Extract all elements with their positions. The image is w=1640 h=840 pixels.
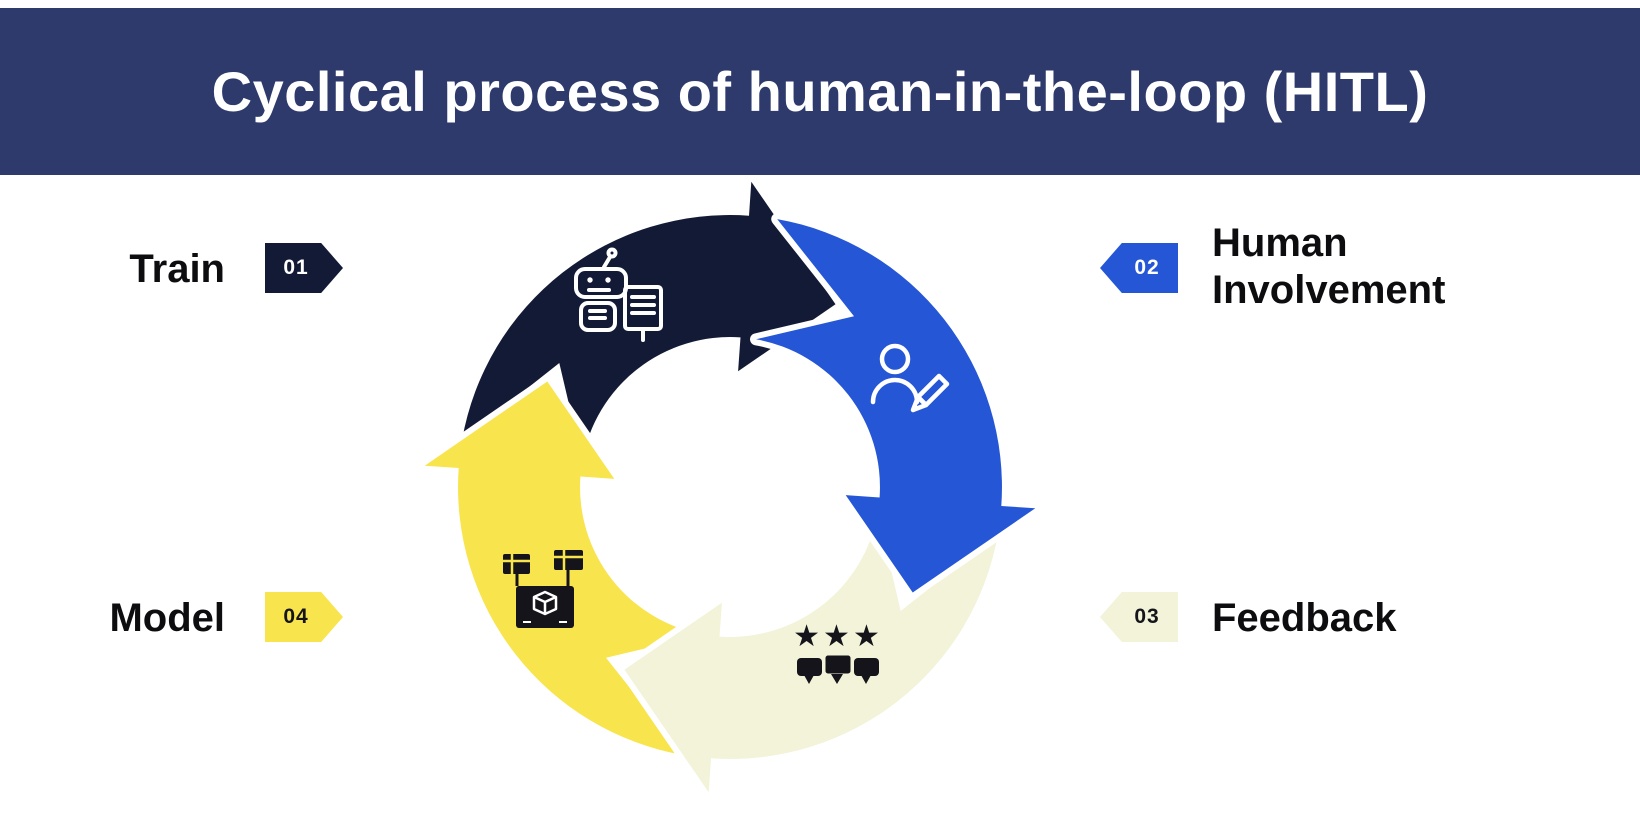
chat-bubble-center-tail [831, 674, 843, 684]
header-band: Cyclical process of human-in-the-loop (H… [0, 8, 1640, 175]
human-edit-icon [870, 343, 950, 413]
step-label-human-involvement: Human Involvement [1212, 221, 1446, 313]
robot-head [574, 267, 628, 299]
step-label-feedback: Feedback [1212, 596, 1397, 640]
table-grid-lines [503, 550, 583, 574]
rating-chat-icon: ★★★ [793, 619, 883, 684]
person-head [879, 343, 911, 375]
data-table-right [554, 550, 583, 570]
antenna-tip [606, 247, 618, 259]
robot-body [579, 301, 617, 332]
robot-eye-left [587, 277, 593, 283]
step-label-train: Train [129, 247, 225, 291]
person-shoulders [870, 377, 920, 405]
cycle-arrow-train [456, 175, 842, 467]
chat-bubble-right-tail [861, 675, 871, 684]
robot-eye-right [605, 277, 611, 283]
cycle-arrow-feedback [618, 507, 1004, 799]
step-number-human-involvement: 02 [1134, 256, 1160, 279]
antenna [602, 255, 612, 269]
chat-bubbles [797, 652, 879, 684]
pencil-tip [910, 394, 929, 413]
step-label-model: Model [109, 596, 225, 640]
robot-training-icon [574, 247, 663, 342]
chat-bubble-right [854, 658, 879, 676]
page-title: Cyclical process of human-in-the-loop (H… [211, 60, 1429, 123]
step-number-model: 04 [283, 605, 309, 628]
data-table-left [503, 554, 530, 574]
chat-bubble-left [797, 658, 822, 676]
step-number-train: 01 [283, 256, 309, 279]
chat-bubble-center [822, 652, 854, 677]
chat-bubble-left-tail [804, 675, 814, 684]
model-blocks [503, 550, 583, 628]
stars-glyph: ★★★ [793, 619, 883, 654]
connector-lines [515, 570, 570, 586]
step-number-feedback: 03 [1134, 605, 1160, 628]
cycle-arrow-human-involvement [750, 213, 1042, 599]
model-data-icon [503, 550, 583, 628]
cube-glyph [532, 590, 558, 616]
